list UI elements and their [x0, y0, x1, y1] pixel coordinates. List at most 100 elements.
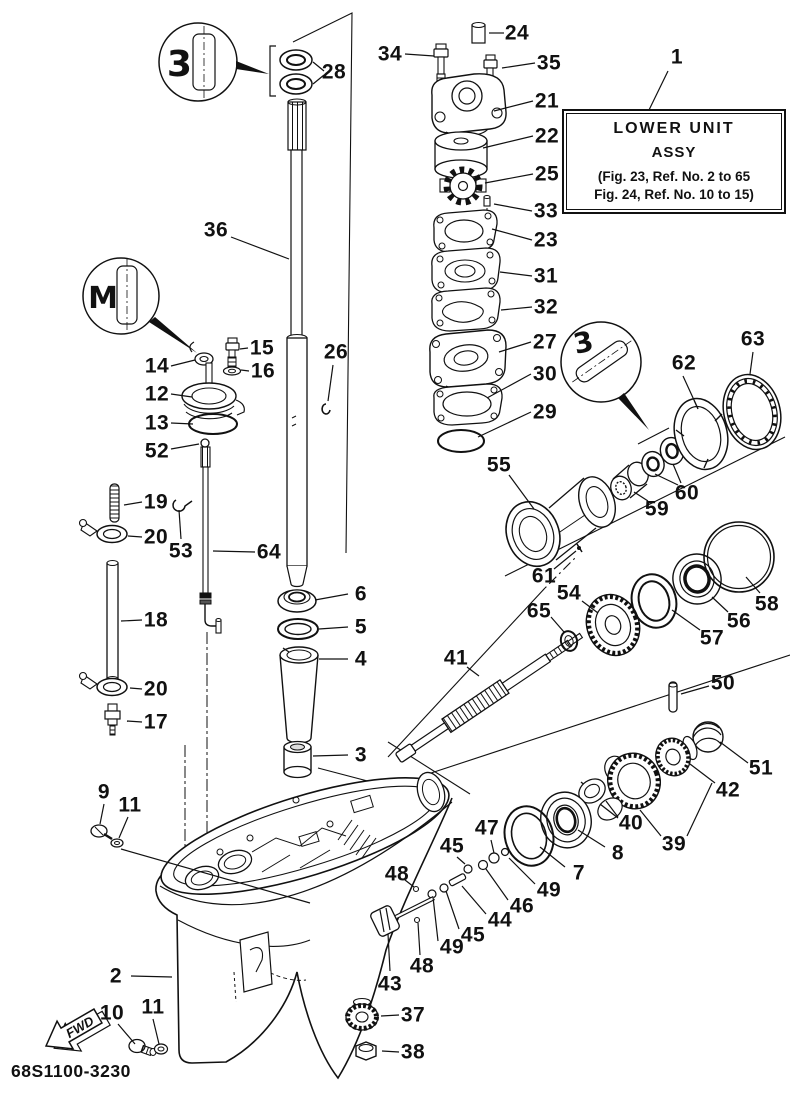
leader-line	[581, 600, 599, 614]
leader-line	[493, 100, 534, 112]
leader-line	[312, 74, 325, 85]
title-box: LOWER UNIT ASSY (Fig. 23, Ref. No. 2 to …	[562, 109, 786, 215]
leader-line	[485, 868, 509, 901]
leader-line	[654, 473, 679, 486]
drawing-code: 68S1100-3230	[11, 1061, 131, 1081]
part-7-shim	[503, 805, 555, 867]
part-20-tube-clamp-lower	[78, 671, 128, 697]
part-50-dog-pin	[668, 681, 678, 713]
leader-line	[648, 70, 669, 111]
part-51-spring	[692, 721, 724, 753]
leader-line	[633, 491, 649, 502]
part-31-outer-plate	[431, 247, 501, 294]
part-9-plug-screw	[90, 824, 113, 841]
leader-line	[126, 720, 143, 723]
part-36-driveshaft	[286, 98, 308, 588]
part-3-bushing	[283, 740, 312, 779]
part-16-washer	[222, 366, 242, 376]
leader-line	[508, 474, 535, 510]
leader-line	[118, 816, 129, 839]
part-41-propeller-shaft	[395, 632, 584, 763]
leader-line	[577, 829, 606, 848]
fwd-direction-arrow: FWD	[44, 1008, 111, 1052]
assembly-title: LOWER UNIT	[613, 120, 735, 137]
part-33-pin	[483, 195, 491, 222]
magnifier-top-left: Ɛ	[158, 22, 269, 102]
leader-line	[314, 593, 349, 601]
leader-line	[381, 1050, 400, 1053]
leader-line	[230, 236, 290, 260]
leader-line	[461, 885, 487, 915]
leader-line	[508, 857, 536, 885]
leader-line	[327, 364, 334, 402]
part-61-screw	[576, 543, 583, 553]
leader-line	[550, 616, 565, 633]
leader-line	[170, 443, 200, 450]
part-19-stud	[109, 483, 120, 523]
part-38-pinion-nut	[355, 1041, 377, 1061]
leader-line	[130, 975, 173, 978]
leader-line	[498, 341, 532, 353]
part-21-water-pump-housing	[431, 73, 507, 137]
part-30-gasket	[433, 383, 503, 426]
part-37-pinion-gear	[345, 997, 379, 1031]
part-49-washer-a	[500, 847, 510, 857]
part-39-forward-gear	[604, 752, 661, 810]
part-45-washer-a	[463, 864, 473, 874]
part-55-bearing-housing	[505, 476, 616, 568]
part-44-pin	[448, 873, 467, 887]
fastener-cluster	[412, 847, 510, 924]
part-54-reverse-gear	[585, 593, 641, 657]
leader-line	[499, 271, 533, 277]
leader-line	[689, 763, 716, 784]
leader-line	[387, 933, 391, 972]
part-46-washer	[477, 859, 489, 871]
part-62-lock-washer	[673, 397, 729, 471]
part-53-clip	[172, 499, 193, 512]
leader-line	[466, 666, 480, 677]
leader-line	[117, 1023, 136, 1045]
part-14-grommet	[189, 341, 214, 366]
leader-line	[486, 373, 532, 399]
leader-line	[170, 359, 196, 367]
part-26-clip	[321, 403, 331, 415]
part-57-thrust-washer	[630, 573, 678, 629]
assembly-subtitle: ASSY	[651, 144, 697, 161]
magnifier-pointer	[149, 317, 197, 353]
leader-line	[123, 501, 143, 506]
leader-line	[170, 422, 194, 425]
leader-line	[482, 135, 534, 149]
leader-line	[686, 782, 713, 837]
leader-line	[745, 576, 761, 594]
leader-line	[170, 393, 193, 398]
leader-line	[671, 609, 701, 631]
leader-line	[711, 596, 729, 613]
magnifier-mid-left: M	[82, 257, 197, 353]
leader-line	[312, 754, 349, 757]
part-47-washer	[488, 852, 500, 864]
part-29-o-ring	[437, 429, 485, 453]
part-65-washer	[559, 630, 579, 652]
leader-line	[240, 369, 250, 372]
leader-line	[212, 550, 256, 553]
gear-case-housing	[155, 632, 453, 1080]
leader-line	[380, 1014, 400, 1017]
leader-lines	[99, 32, 761, 1053]
leader-line	[491, 228, 533, 241]
part-48-pin-b	[413, 916, 421, 924]
moly-grease-symbol: M	[88, 281, 118, 316]
leader-line	[312, 61, 325, 72]
leader-line	[553, 550, 577, 570]
leader-line	[120, 619, 143, 622]
part-13-o-ring	[188, 413, 238, 435]
leader-line	[318, 626, 349, 630]
part-11-gasket-lower	[153, 1043, 169, 1055]
part-23-gasket	[433, 209, 498, 253]
part-45-washer-b	[439, 883, 449, 893]
leader-line	[120, 848, 311, 904]
leader-line	[129, 687, 143, 690]
leader-line	[682, 375, 695, 401]
magnifier-right: Ɛ	[560, 321, 670, 445]
